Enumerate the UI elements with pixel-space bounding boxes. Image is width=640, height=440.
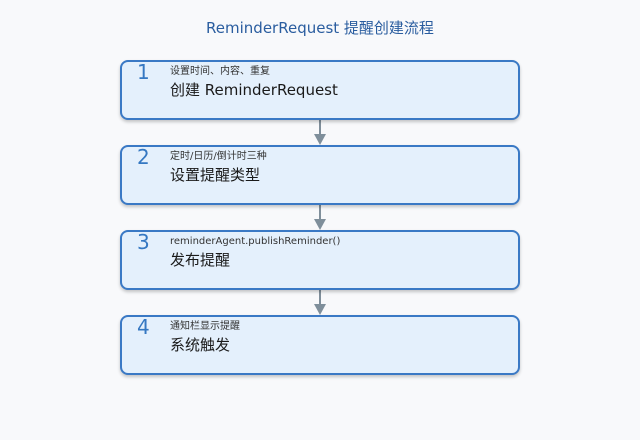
step-label: 创建 ReminderRequest bbox=[170, 81, 338, 99]
step-number: 1 bbox=[137, 60, 150, 84]
step-subtitle: 设置时间、内容、重复 bbox=[170, 66, 270, 77]
step-number: 4 bbox=[137, 315, 150, 339]
arrow-2-to-3 bbox=[314, 205, 326, 230]
step-box-1: 1 设置时间、内容、重复 创建 ReminderRequest bbox=[120, 60, 520, 120]
arrow-3-to-4 bbox=[314, 290, 326, 315]
arrow-1-to-2 bbox=[314, 120, 326, 145]
step-label: 系统触发 bbox=[170, 336, 231, 354]
step-box-4: 4 通知栏显示提醒 系统触发 bbox=[120, 315, 520, 375]
step-subtitle: 通知栏显示提醒 bbox=[170, 321, 240, 332]
step-box-2: 2 定时/日历/倒计时三种 设置提醒类型 bbox=[120, 145, 520, 205]
diagram-title: ReminderRequest 提醒创建流程 bbox=[206, 19, 434, 37]
step-subtitle: reminderAgent.publishReminder() bbox=[170, 236, 341, 247]
step-label: 发布提醒 bbox=[170, 251, 231, 269]
step-label: 设置提醒类型 bbox=[170, 166, 261, 184]
step-number: 3 bbox=[137, 230, 150, 254]
step-subtitle: 定时/日历/倒计时三种 bbox=[170, 151, 267, 162]
step-number: 2 bbox=[137, 145, 150, 169]
step-box-3: 3 reminderAgent.publishReminder() 发布提醒 bbox=[120, 230, 520, 290]
